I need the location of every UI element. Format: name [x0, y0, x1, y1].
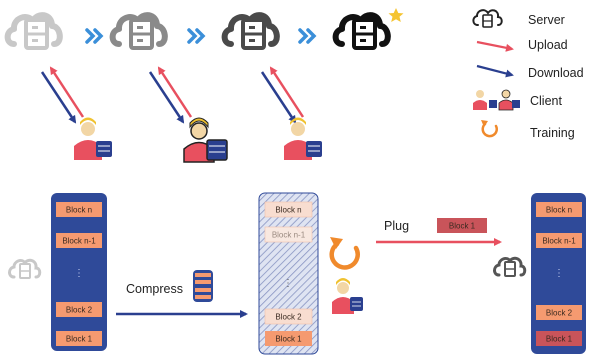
chevron-right-icon: [85, 28, 104, 44]
model-stack-left: Block n Block n-1 ⋮ Block 2 Block 1: [51, 193, 107, 351]
block: Block 2: [264, 308, 313, 325]
client-legend-icon: [473, 89, 520, 111]
star-icon: [388, 8, 404, 22]
server-cloud-icon-1: [8, 15, 60, 50]
block-label: Block n-1: [272, 231, 306, 240]
download-arrow: [148, 71, 185, 124]
legend: Server Upload Download Client Training: [472, 9, 584, 140]
compress-label: Compress: [126, 282, 183, 296]
server-cloud-icon-3: [225, 15, 277, 50]
server-icon: [472, 9, 503, 28]
legend-download-label: Download: [528, 66, 584, 80]
model-stack-right: Block n Block n-1 ⋮ Block 2 Block 1: [531, 193, 586, 354]
upload-legend-arrow: [476, 40, 514, 52]
block-label: Block 2: [66, 306, 93, 315]
block-label: Block n: [275, 206, 301, 215]
client-icon-4: [332, 278, 363, 314]
chevron-right-icon: [187, 28, 206, 44]
upload-arrow: [157, 66, 193, 118]
block: Block n: [264, 201, 313, 218]
ellipsis: ⋮: [554, 268, 564, 279]
ellipsis: ⋮: [74, 268, 84, 279]
plug-block: Block 1: [437, 218, 487, 233]
block: Block 2: [536, 305, 582, 320]
block-label: Block n-1: [542, 237, 576, 246]
block-label: Block n: [66, 206, 92, 215]
block-label: Block n-1: [62, 237, 96, 246]
upload-arrow: [269, 66, 305, 118]
legend-server-label: Server: [528, 13, 565, 27]
training-icon: [329, 237, 360, 270]
block: Block 2: [56, 302, 102, 317]
client-icon-2: [183, 117, 228, 163]
block-label: Block 1: [66, 335, 93, 344]
download-arrow: [260, 71, 297, 124]
block: Block n: [536, 202, 582, 217]
compressed-model-icon: [193, 270, 213, 302]
block: Block 1: [536, 331, 582, 346]
block: Block n: [56, 202, 102, 217]
block-label: Block 1: [449, 222, 476, 231]
upload-arrow: [49, 66, 85, 118]
training-icon: [481, 120, 498, 138]
block-label: Block 1: [275, 335, 302, 344]
block: Block n-1: [536, 233, 582, 248]
download-legend-arrow: [476, 64, 514, 78]
block: Block 1: [56, 331, 102, 346]
plug-label: Plug: [384, 219, 409, 233]
server-cloud-icon-4: [336, 15, 388, 50]
block: Block n-1: [56, 233, 102, 248]
block: Block n-1: [264, 226, 313, 243]
chevron-right-icon: [298, 28, 317, 44]
block-label: Block 2: [275, 313, 302, 322]
client-icon-3: [284, 117, 322, 160]
block-label: Block 2: [546, 309, 573, 318]
download-arrow: [40, 71, 77, 124]
legend-client-label: Client: [530, 94, 562, 108]
block: Block 1: [265, 331, 312, 346]
block-label: Block n: [546, 206, 572, 215]
legend-upload-label: Upload: [528, 38, 568, 52]
model-stack-middle: Block n Block n-1 ⋮ Block 2 Block 1: [258, 192, 319, 355]
server-cloud-icon-2: [113, 15, 165, 50]
block-label: Block 1: [546, 335, 573, 344]
legend-training-label: Training: [530, 126, 575, 140]
ellipsis: ⋮: [283, 278, 293, 289]
client-icon-1: [74, 117, 112, 160]
server-cloud-icon-small: [8, 258, 42, 279]
server-cloud-icon-small: [493, 256, 527, 277]
